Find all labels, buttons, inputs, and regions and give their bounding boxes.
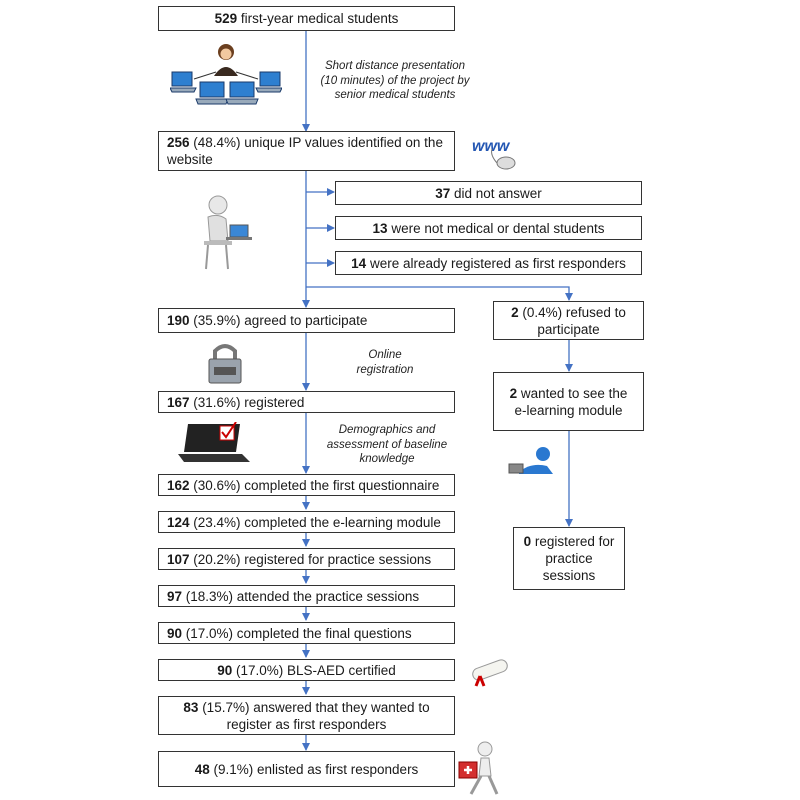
box-162-first-questionnaire: 162 (30.6%) completed the first question… [158,474,455,496]
box-256-unique-ip: 256 (48.4%) unique IP values identified … [158,131,455,171]
note-demographics: Demographics and assessment of baseline … [326,424,448,465]
note-online-registration: Online registration [356,349,414,376]
runner-first-aid-icon [458,741,499,795]
box-529-students: 529 first-year medical students [158,6,455,31]
box-13-not-medical: 13 were not medical or dental students [335,216,642,240]
box-124-elearning: 124 (23.4%) completed the e-learning mod… [158,511,455,533]
person-lying-laptop-icon [508,447,553,474]
svg-text:www: www [472,138,511,155]
padlock-icon [208,344,242,384]
box-2-wanted-elearning: 2 wanted to see the e-learning module [493,372,644,431]
box-90-final-questions: 90 (17.0%) completed the final questions [158,622,455,644]
box-90-certified: 90 (17.0%) BLS-AED certified [158,659,455,681]
laptop-checklist-icon [178,422,250,462]
box-0-practice: 0 registered for practice sessions [513,527,625,590]
box-48-enlisted: 48 (9.1%) enlisted as first responders [158,751,455,787]
box-14-already-registered: 14 were already registered as first resp… [335,251,642,275]
box-167-registered: 167 (31.6%) registered [158,391,455,413]
box-97-attended: 97 (18.3%) attended the practice session… [158,585,455,607]
box-2-refused: 2 (0.4%) refused to participate [493,301,644,340]
laptops-network-icon [170,44,282,105]
box-190-agreed: 190 (35.9%) agreed to participate [158,308,455,333]
connector-lines [302,31,573,751]
box-83-wanted-register: 83 (15.7%) answered that they wanted to … [158,696,455,735]
person-at-computer-icon [204,195,252,270]
box-37-no-answer: 37 did not answer [335,181,642,205]
note-presentation: Short distance presentation (10 minutes)… [320,60,470,101]
box-107-practice-registered: 107 (20.2%) registered for practice sess… [158,548,455,570]
diploma-icon [472,659,508,687]
www-mouse-icon: www [472,138,516,170]
